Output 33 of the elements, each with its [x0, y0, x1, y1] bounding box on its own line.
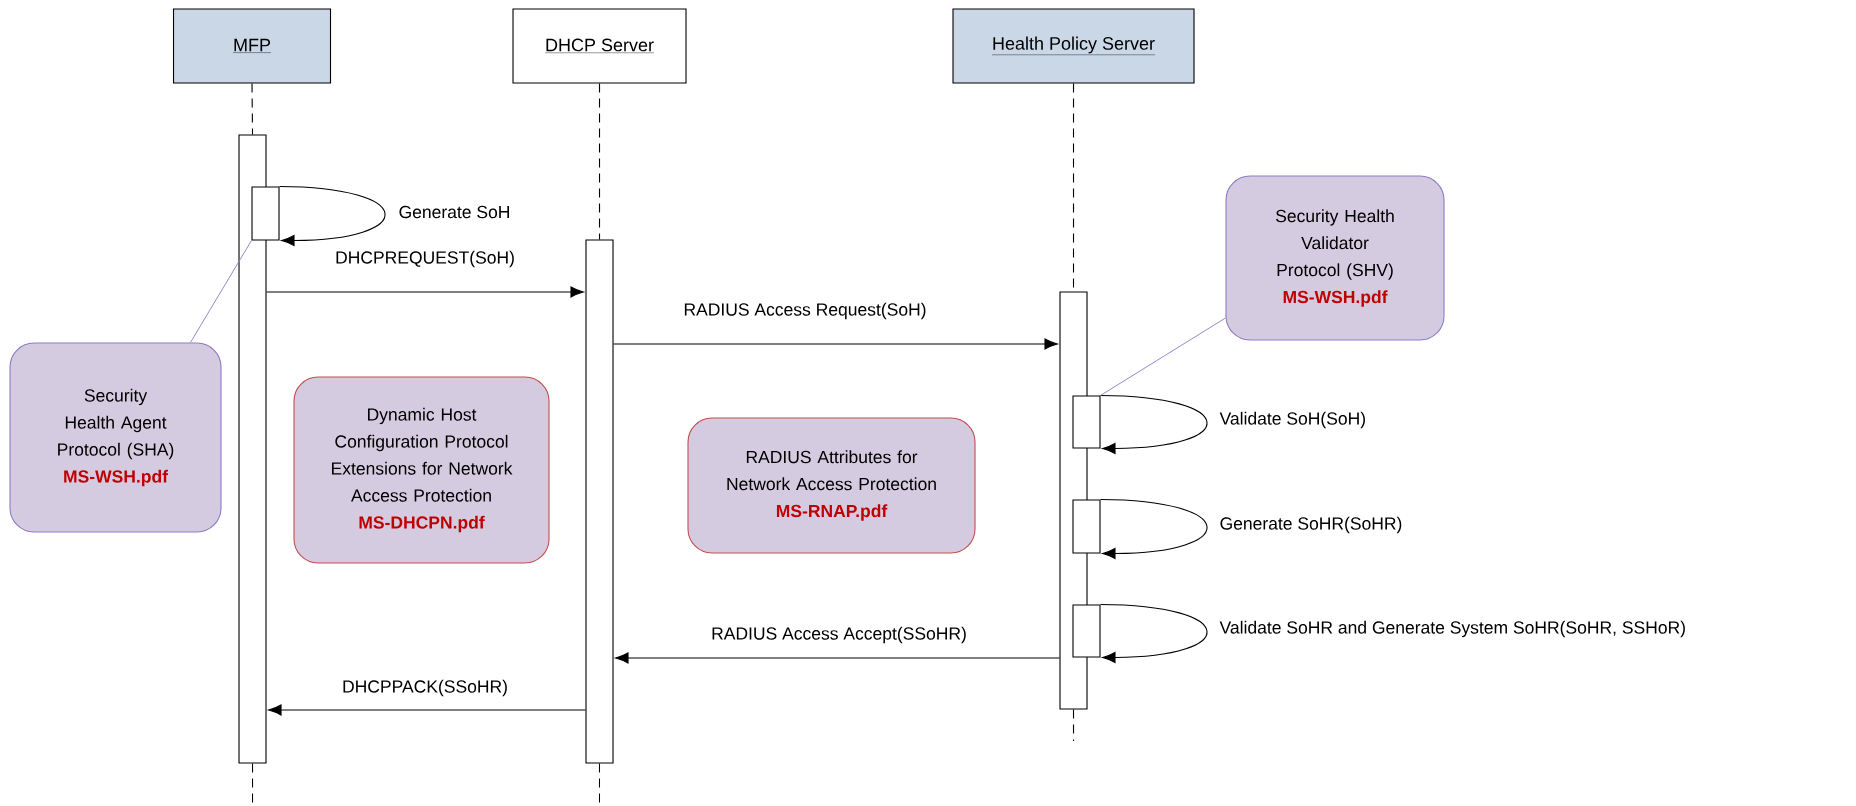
note-callout: Security Health Validator Protocol (SHV) MS-WSH.pdf: [1225, 175, 1445, 341]
activation-bar: [1072, 499, 1101, 554]
self-message-arrow: [1100, 603, 1208, 664]
edge-label: Generate SoH: [397, 204, 512, 220]
activation-bar: [585, 239, 614, 764]
activation-bar: [251, 186, 280, 241]
lifeline: [598, 83, 601, 240]
note-callout: Dynamic Host Configuration Protocol Extensions for Network Access Protection MS-DHCPN.pdf: [293, 376, 550, 564]
message-arrow: [268, 704, 586, 716]
edge-label: RADIUS Access Accept(SSoHR): [710, 625, 968, 645]
participant-box: DHCP Server: [512, 8, 687, 84]
self-message-arrow: [279, 185, 386, 247]
self-message-arrow: [1100, 498, 1208, 560]
lifeline: [1072, 709, 1075, 742]
message-arrow: [266, 286, 584, 298]
participant-box: Health Policy Server: [952, 8, 1195, 84]
edge-label: DHCPREQUEST(SoH): [334, 249, 516, 269]
note-callout: Security Health Agent Protocol (SHA) MS-WSH.pdf: [9, 342, 222, 533]
edge-label: Validate SoH(SoH): [1218, 410, 1368, 430]
edge-label: DHCPPACK(SSoHR): [341, 678, 509, 698]
edge-label: RADIUS Access Request(SoH): [682, 301, 928, 321]
message-arrow: [613, 338, 1058, 350]
participant-box: MFP: [172, 8, 332, 84]
edge-label: Generate SoHR(SoHR): [1218, 515, 1404, 535]
message-arrow: [615, 652, 1060, 664]
edge-label: Validate SoHR and Generate System SoHR(SoHR, SSHoR): [1218, 619, 1688, 639]
leader-line: [190, 240, 252, 343]
activation-bar: [1072, 604, 1101, 658]
activation-bar: [1072, 395, 1101, 449]
self-message-arrow: [1100, 394, 1208, 455]
lifeline: [251, 83, 254, 135]
note-callout: RADIUS Attributes for Network Access Protection MS-RNAP.pdf: [687, 417, 976, 554]
leader-line: [1100, 317, 1226, 396]
